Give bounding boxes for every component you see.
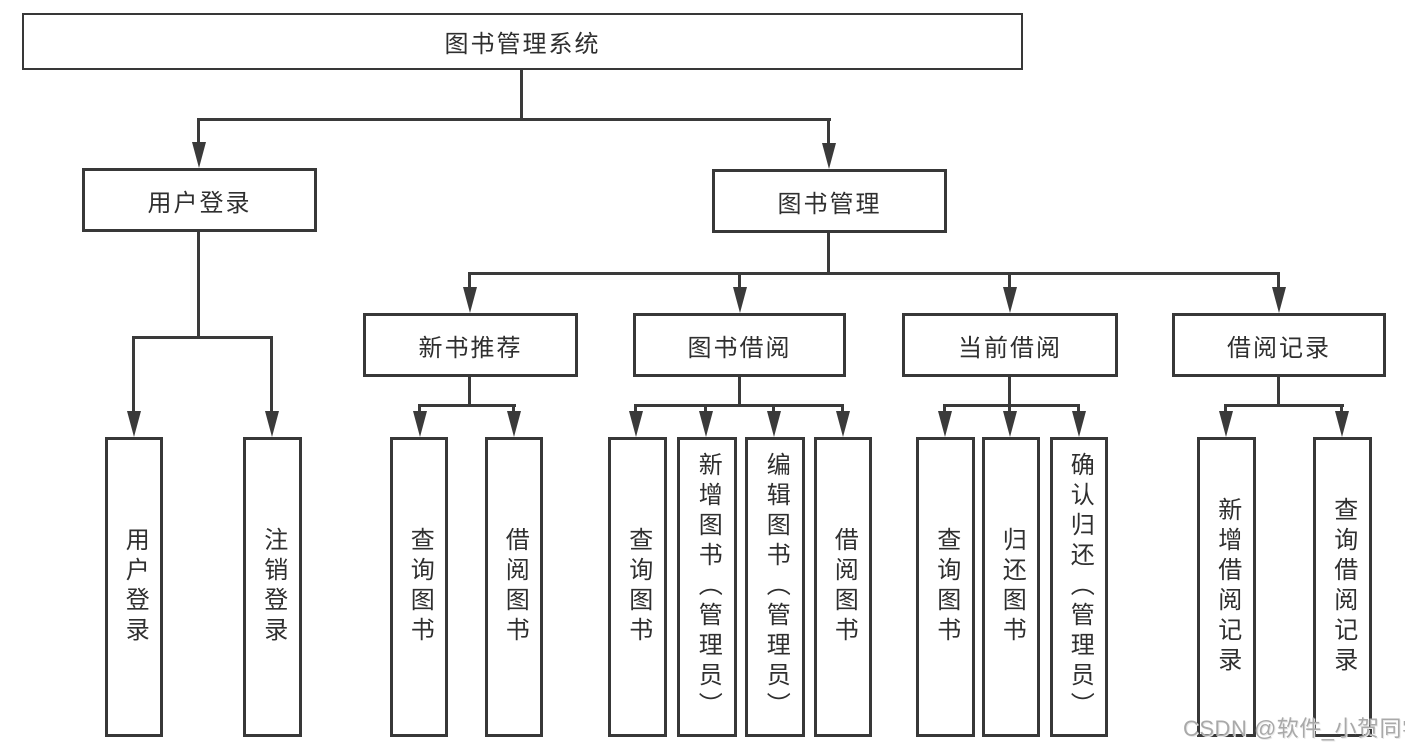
connector-line <box>1277 272 1280 289</box>
node-book-borrowing-label: 图书借阅 <box>687 334 792 362</box>
connector-line <box>1008 404 1011 413</box>
leaf-borrow-books: 借阅图书 <box>814 437 872 737</box>
arrow-down-icon <box>1003 411 1017 437</box>
arrow-down-icon <box>1272 287 1286 313</box>
node-borrowing-records: 借阅记录 <box>1172 313 1386 377</box>
node-book-management: 图书管理 <box>712 169 947 233</box>
arrow-down-icon <box>192 142 206 168</box>
node-root: 图书管理系统 <box>22 13 1023 70</box>
connector-line <box>418 404 421 413</box>
connector-line <box>1008 375 1011 407</box>
connector-line <box>468 272 1280 275</box>
connector-line <box>1277 375 1280 407</box>
arrow-down-icon <box>836 411 850 437</box>
connector-line <box>704 404 707 413</box>
node-book-borrowing: 图书借阅 <box>633 313 846 377</box>
leaf-confirm-return-admin: 确认归还（管理员） <box>1050 437 1108 737</box>
arrow-down-icon <box>822 143 836 169</box>
connector-line <box>1224 404 1227 413</box>
node-book-management-label: 图书管理 <box>777 190 882 218</box>
node-borrowing-records-label: 借阅记录 <box>1227 334 1331 362</box>
leaf-query-books-borrow: 查询图书 <box>608 437 667 737</box>
connector-line <box>512 404 515 413</box>
leaf-edit-books-admin-label: 编辑图书（管理员） <box>762 452 790 722</box>
connector-line <box>468 375 471 407</box>
connector-line <box>827 118 830 144</box>
leaf-borrow-books-label: 借阅图书 <box>830 527 858 647</box>
connector-line <box>197 118 200 144</box>
connector-line <box>943 404 946 413</box>
connector-line <box>1077 404 1080 413</box>
node-current-borrowing: 当前借阅 <box>902 313 1118 377</box>
leaf-query-books-current: 查询图书 <box>916 437 975 737</box>
leaf-logout-label: 注销登录 <box>259 527 287 647</box>
connector-line <box>198 118 831 121</box>
arrow-down-icon <box>1219 411 1233 437</box>
connector-line <box>270 336 273 413</box>
node-new-book-recommendation: 新书推荐 <box>363 313 578 377</box>
connector-line <box>132 336 135 413</box>
leaf-confirm-return-admin-label: 确认归还（管理员） <box>1066 452 1094 722</box>
csdn-watermark: CSDN @软件_小贺同学 <box>1183 716 1405 741</box>
arrow-down-icon <box>938 411 952 437</box>
node-user-login-label: 用户登录 <box>147 189 252 217</box>
connector-line <box>841 404 844 413</box>
leaf-user-login-label: 用户登录 <box>121 527 149 647</box>
arrow-down-icon <box>1072 411 1086 437</box>
leaf-add-books-admin-label: 新增图书（管理员） <box>694 452 722 722</box>
arrow-down-icon <box>1003 287 1017 313</box>
connector-line <box>772 404 775 413</box>
arrow-down-icon <box>629 411 643 437</box>
leaf-edit-books-admin: 编辑图书（管理员） <box>745 437 805 737</box>
leaf-borrow-books-recommend-label: 借阅图书 <box>501 527 529 647</box>
connector-line <box>468 272 471 289</box>
leaf-query-books-recommend-label: 查询图书 <box>406 527 434 647</box>
arrow-down-icon <box>265 411 279 437</box>
connector-line <box>1008 272 1011 289</box>
leaf-query-borrow-record-label: 查询借阅记录 <box>1329 497 1357 677</box>
leaf-add-borrow-record: 新增借阅记录 <box>1197 437 1256 737</box>
arrow-down-icon <box>767 411 781 437</box>
leaf-user-login: 用户登录 <box>105 437 163 737</box>
node-root-label: 图书管理系统 <box>444 31 601 58</box>
connector-line <box>827 231 830 275</box>
arrow-down-icon <box>463 287 477 313</box>
connector-line <box>132 336 273 339</box>
arrow-down-icon <box>413 411 427 437</box>
node-current-borrowing-label: 当前借阅 <box>958 334 1062 362</box>
leaf-logout: 注销登录 <box>243 437 302 737</box>
connector-line <box>197 230 200 339</box>
leaf-query-books-current-label: 查询图书 <box>932 527 960 647</box>
connector-line <box>738 375 741 407</box>
arrow-down-icon <box>507 411 521 437</box>
arrow-down-icon <box>1335 411 1349 437</box>
node-new-book-recommendation-label: 新书推荐 <box>418 334 523 362</box>
connector-line <box>520 68 523 118</box>
leaf-query-borrow-record: 查询借阅记录 <box>1313 437 1372 737</box>
connector-line <box>1340 404 1343 413</box>
connector-line <box>1224 404 1344 407</box>
leaf-add-borrow-record-label: 新增借阅记录 <box>1213 497 1241 677</box>
arrow-down-icon <box>699 411 713 437</box>
connector-line <box>418 404 516 407</box>
arrow-down-icon <box>127 411 141 437</box>
connector-line <box>943 404 1080 407</box>
node-user-login: 用户登录 <box>82 168 317 232</box>
connector-line <box>634 404 844 407</box>
leaf-return-books-label: 归还图书 <box>998 527 1026 647</box>
leaf-query-books-recommend: 查询图书 <box>390 437 448 737</box>
connector-line <box>738 272 741 289</box>
leaf-query-books-borrow-label: 查询图书 <box>624 527 652 647</box>
leaf-add-books-admin: 新增图书（管理员） <box>677 437 737 737</box>
leaf-borrow-books-recommend: 借阅图书 <box>485 437 543 737</box>
connector-line <box>634 404 637 413</box>
leaf-return-books: 归还图书 <box>982 437 1040 737</box>
arrow-down-icon <box>733 287 747 313</box>
